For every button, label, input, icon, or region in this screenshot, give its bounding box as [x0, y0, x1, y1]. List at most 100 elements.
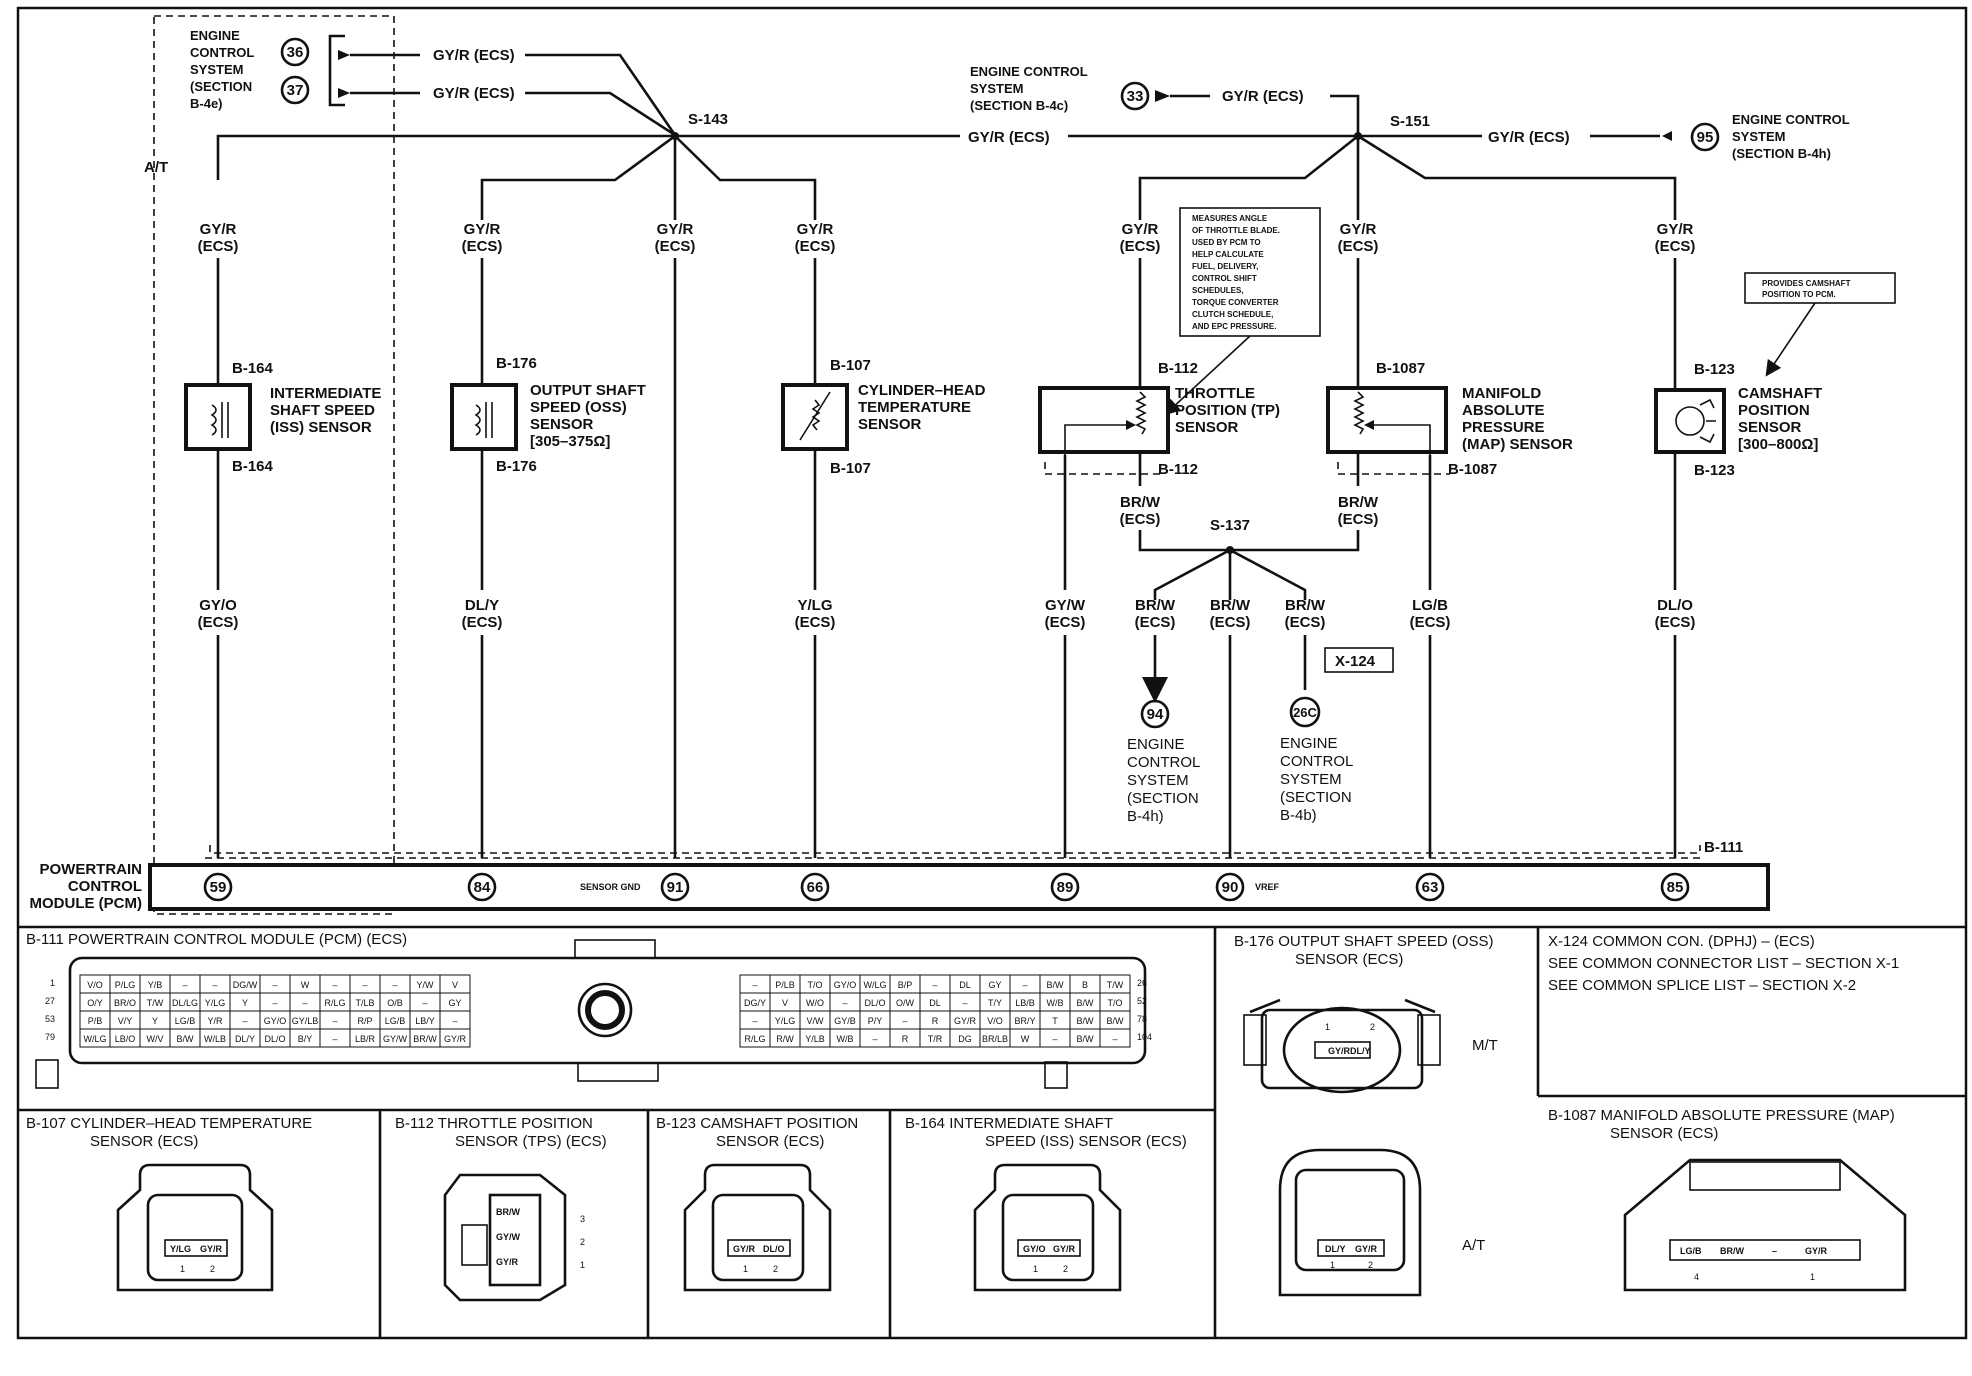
- pin-label: R/LG: [744, 1034, 765, 1044]
- svg-text:53: 53: [45, 1014, 55, 1024]
- ref-37-icon[interactable]: 37: [280, 75, 310, 105]
- svg-text:ENGINE CONTROL: ENGINE CONTROL: [970, 64, 1088, 79]
- svg-text:SENSOR: SENSOR: [858, 416, 922, 433]
- svg-text:B-112: B-112: [1158, 461, 1198, 478]
- connector-b111: B-111: [1704, 839, 1743, 856]
- svg-text:CONTROL: CONTROL: [190, 45, 254, 60]
- svg-text:89: 89: [1057, 879, 1074, 896]
- pin-label: W/LG: [863, 980, 886, 990]
- pin-label: V: [452, 980, 458, 990]
- pin-label: DL/O: [264, 1034, 285, 1044]
- map-sensor[interactable]: B-1087 B-1087: [1326, 360, 1497, 478]
- oss-sensor[interactable]: B-176 B-176: [450, 355, 537, 475]
- wire-label: GY/R (ECS): [433, 85, 515, 102]
- svg-text:DL/O: DL/O: [763, 1244, 785, 1254]
- ref-33-icon[interactable]: 33: [1120, 81, 1150, 111]
- svg-text:1: 1: [1330, 1260, 1335, 1270]
- pin-label: LB/B: [1015, 998, 1035, 1008]
- pin-label: R: [902, 1034, 909, 1044]
- svg-text:(ECS): (ECS): [1120, 511, 1161, 528]
- svg-text:SEE COMMON SPLICE LIST – SECTI: SEE COMMON SPLICE LIST – SECTION X-2: [1548, 977, 1856, 994]
- pin-cell: [1099, 1028, 1131, 1048]
- pin-label: B/W: [1077, 1034, 1095, 1044]
- pin-label: BR/W: [413, 1034, 437, 1044]
- svg-text:ENGINE: ENGINE: [190, 28, 240, 43]
- pin-label: T/Y: [988, 998, 1002, 1008]
- svg-text:2: 2: [1370, 1022, 1375, 1032]
- svg-text:TEMPERATURE: TEMPERATURE: [858, 399, 971, 416]
- b176-mt-label: M/T: [1472, 1037, 1498, 1054]
- svg-text:B-123 CAMSHAFT POSITION: B-123 CAMSHAFT POSITION: [656, 1115, 858, 1132]
- svg-text:SYSTEM: SYSTEM: [1127, 772, 1189, 789]
- pcm-module[interactable]: [148, 863, 1770, 911]
- pin-label: B/P: [898, 980, 913, 990]
- arrow-95-icon: [1662, 131, 1672, 141]
- b112-title: B-112 THROTTLE POSITION SENSOR (TPS) (EC…: [395, 1115, 607, 1150]
- svg-text:59: 59: [210, 879, 227, 896]
- b112-connector: BR/W GY/W GY/R 3 2 1: [443, 1173, 585, 1302]
- svg-text:26C: 26C: [1293, 705, 1317, 720]
- svg-text:[300–800Ω]: [300–800Ω]: [1738, 436, 1818, 453]
- svg-text:CONTROL: CONTROL: [1280, 753, 1353, 770]
- svg-text:1: 1: [50, 978, 55, 988]
- system-label-94: ENGINE CONTROL SYSTEM (SECTION B-4h): [1127, 736, 1200, 825]
- pin-label: LB/O: [115, 1034, 136, 1044]
- svg-text:85: 85: [1667, 879, 1684, 896]
- svg-text:DL/Y: DL/Y: [1350, 1046, 1371, 1056]
- svg-text:(ECS): (ECS): [1338, 238, 1379, 255]
- svg-text:GY/R: GY/R: [464, 221, 501, 238]
- svg-text:GY/R: GY/R: [1053, 1244, 1076, 1254]
- cmp-sensor[interactable]: B-123 B-123: [1654, 361, 1735, 479]
- b1087-title: B-1087 MANIFOLD ABSOLUTE PRESSURE (MAP) …: [1548, 1107, 1895, 1142]
- svg-text:OUTPUT SHAFT: OUTPUT SHAFT: [530, 382, 646, 399]
- pin-label: BR/O: [114, 998, 136, 1008]
- svg-text:LG/B: LG/B: [1412, 597, 1448, 614]
- b176-at-connector: DL/Y GY/R 1 2: [1278, 1148, 1422, 1297]
- pin-label: Y: [152, 1016, 158, 1026]
- svg-text:B-107: B-107: [830, 460, 871, 477]
- svg-text:2: 2: [1368, 1260, 1373, 1270]
- pin-cell: [439, 1028, 471, 1048]
- system-label-top-right: ENGINE CONTROL SYSTEM (SECTION B-4h): [1732, 112, 1850, 161]
- svg-text:SENSOR (ECS): SENSOR (ECS): [716, 1133, 824, 1150]
- svg-text:(ECS): (ECS): [795, 238, 836, 255]
- ref-95-icon[interactable]: 95: [1690, 122, 1720, 152]
- pin-label: DL: [929, 998, 941, 1008]
- svg-text:90: 90: [1222, 879, 1239, 896]
- pin-label: P/LB: [775, 980, 795, 990]
- svg-text:1: 1: [1810, 1272, 1815, 1282]
- svg-text:78: 78: [1137, 1014, 1147, 1024]
- b107-connector: Y/LG GY/R 1 2: [116, 1163, 274, 1292]
- x124-tag: X-124: [1324, 647, 1394, 673]
- svg-text:GY/R: GY/R: [797, 221, 834, 238]
- svg-text:GY/R: GY/R: [1328, 1046, 1351, 1056]
- pin-label: Y/LB: [805, 1034, 825, 1044]
- arrow-33-icon: [1155, 90, 1170, 102]
- b111-title: B-111 POWERTRAIN CONTROL MODULE (PCM) (E…: [26, 931, 407, 948]
- pin-label: DL/O: [864, 998, 885, 1008]
- svg-text:GY/W: GY/W: [496, 1232, 521, 1242]
- ref-94-icon[interactable]: 94: [1140, 699, 1170, 729]
- pin-label: LB/R: [355, 1034, 376, 1044]
- iss-sensor[interactable]: B-164 B-164: [184, 360, 274, 475]
- svg-text:B-176 OUTPUT SHAFT SPEED (OS: B-176 OUTPUT SHAFT SPEED (OSS): [1234, 933, 1494, 950]
- pin-label: O/B: [387, 998, 403, 1008]
- svg-text:CYLINDER–HEAD: CYLINDER–HEAD: [858, 382, 986, 399]
- pin-label: P/Y: [868, 1016, 883, 1026]
- svg-text:SENSOR: SENSOR: [1738, 419, 1802, 436]
- svg-text:(SECTION: (SECTION: [190, 79, 252, 94]
- pin-label: DG: [958, 1034, 972, 1044]
- pin-label: B/W: [1107, 1016, 1125, 1026]
- cht-sensor[interactable]: B-107 B-107: [781, 357, 871, 477]
- pin-label: –: [302, 998, 307, 1008]
- pin-label: –: [272, 998, 277, 1008]
- svg-text:MEASURES ANGLE: MEASURES ANGLE: [1192, 214, 1268, 223]
- pin-label: Y/W: [417, 980, 435, 990]
- pin-label: DL/Y: [235, 1034, 255, 1044]
- ref-36-icon[interactable]: 36: [280, 37, 310, 67]
- tp-sensor[interactable]: B-112 B-112: [1038, 360, 1198, 478]
- svg-text:SENSOR: SENSOR: [1175, 419, 1239, 436]
- ref-26c-icon[interactable]: 26C: [1289, 696, 1321, 728]
- svg-text:B-176: B-176: [496, 355, 537, 372]
- svg-text:SENSOR (ECS): SENSOR (ECS): [90, 1133, 198, 1150]
